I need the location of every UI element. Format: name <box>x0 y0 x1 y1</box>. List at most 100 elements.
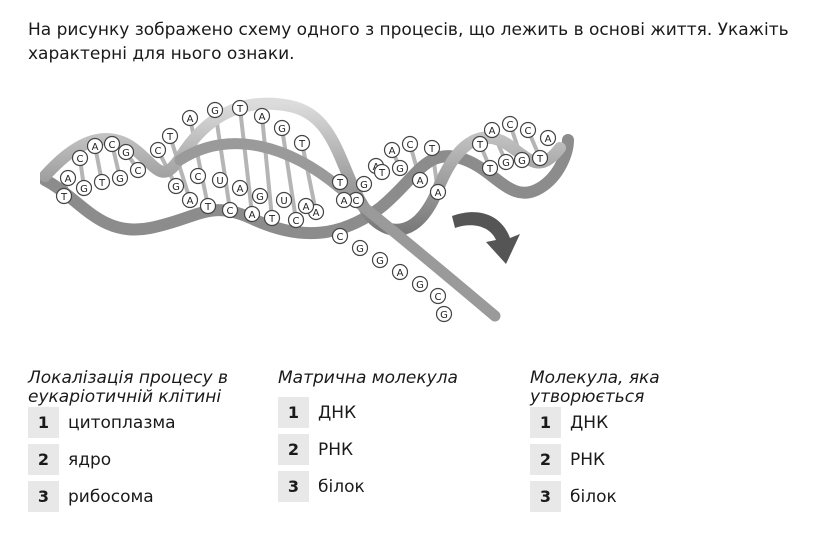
dna-nucleotide-circle <box>231 99 249 117</box>
dna-strand-lower <box>40 134 574 240</box>
base-pair-rung <box>300 142 318 213</box>
rna-nucleotide: U <box>280 196 287 207</box>
dna-nucleotide-circle <box>111 169 129 187</box>
rna-nucleotide-circle <box>411 275 429 293</box>
dna-nucleotide-circle <box>497 153 515 171</box>
dna-nucleotide: A <box>545 134 552 145</box>
dna-nucleotide-circle <box>481 159 499 177</box>
column-template: Матрична молекула 1 ДНК 2 РНК 3 білок <box>278 369 518 508</box>
option-3[interactable]: 3 білок <box>278 471 518 502</box>
option-label: РНК <box>318 439 354 460</box>
dna-nucleotide: T <box>60 192 68 203</box>
dna-nucleotide: G <box>172 182 180 193</box>
dna-nucleotide-circle <box>501 115 519 133</box>
dna-nucleotide: A <box>389 146 396 157</box>
column-title: Локалізація процесу в еукаріотичній кліт… <box>28 368 229 407</box>
dna-nucleotide-circle <box>471 135 489 153</box>
dna-nucleotide-circle <box>221 201 239 219</box>
dna-nucleotide: G <box>211 106 219 117</box>
dna-nucleotide-circle <box>86 137 104 155</box>
option-label: цитоплазма <box>68 412 176 433</box>
dna-nucleotide-circle <box>383 141 401 159</box>
option-2[interactable]: 2 ядро <box>28 444 268 475</box>
rna-nucleotide: U <box>216 176 223 187</box>
dna-nucleotide: A <box>435 188 442 199</box>
base-pair-rung <box>238 107 254 215</box>
dna-nucleotide-circle <box>423 139 441 157</box>
dna-nucleotide: C <box>155 146 162 157</box>
dna-nucleotide: A <box>313 208 320 219</box>
dna-nucleotide-circle <box>55 187 73 205</box>
option-label: рибосома <box>68 486 154 507</box>
column-title: Матрична молекула <box>278 368 458 388</box>
rna-nucleotide-circle <box>429 287 447 305</box>
dna-nucleotide: C <box>507 120 514 131</box>
dna-nucleotide-circle <box>206 101 224 119</box>
dna-nucleotide-circle <box>117 143 135 161</box>
option-number: 1 <box>530 407 561 438</box>
dna-nucleotide-circle <box>293 134 311 152</box>
option-1[interactable]: 1 ДНК <box>530 407 770 438</box>
dna-nucleotide: A <box>187 196 194 207</box>
option-label: білок <box>570 486 617 507</box>
rna-nucleotide-circle <box>251 187 269 205</box>
dna-nucleotide-circle <box>71 149 89 167</box>
option-number: 1 <box>278 397 309 428</box>
dna-nucleotide: G <box>278 124 286 135</box>
dna-nucleotide-circle <box>181 109 199 127</box>
dna-nucleotide: A <box>187 114 194 125</box>
dna-nucleotide-circle <box>335 191 353 209</box>
dna-nucleotide: C <box>227 206 234 217</box>
dna-nucleotide-circle <box>355 175 373 193</box>
dna-nucleotide: T <box>98 178 106 189</box>
option-1[interactable]: 1 ДНК <box>278 397 518 428</box>
question-text: На рисунку зображено схему одного з проц… <box>28 20 789 64</box>
dna-nucleotide-circle <box>429 183 447 201</box>
dna-nucleotide: T <box>236 104 244 115</box>
dna-nucleotide-circle <box>167 177 185 195</box>
rna-nucleotide: G <box>356 244 364 255</box>
base-pair-rung <box>280 127 298 221</box>
rna-nucleotide: A <box>303 202 310 213</box>
dna-nucleotide: T <box>336 178 344 189</box>
dna-nucleotide-circle <box>401 135 419 153</box>
dna-nucleotide-circle <box>373 163 391 181</box>
option-1[interactable]: 1 цитоплазма <box>28 407 268 438</box>
dna-nucleotide: A <box>92 142 99 153</box>
dna-nucleotide: T <box>204 202 212 213</box>
option-2[interactable]: 2 РНК <box>530 444 770 475</box>
option-number: 2 <box>530 444 561 475</box>
option-number: 1 <box>28 407 59 438</box>
dna-strand-upper <box>40 97 566 236</box>
rna-nucleotide-circle <box>435 305 453 323</box>
option-label: білок <box>318 476 365 497</box>
dna-nucleotide-circle <box>161 127 179 145</box>
base-pair-rung <box>168 135 192 201</box>
option-3[interactable]: 3 білок <box>530 481 770 512</box>
option-number: 2 <box>28 444 59 475</box>
option-3[interactable]: 3 рибосома <box>28 481 268 512</box>
option-2[interactable]: 2 РНК <box>278 434 518 465</box>
rna-nucleotide: A <box>237 184 244 195</box>
dna-nucleotide: G <box>396 164 404 175</box>
dna-nucleotide: C <box>293 216 300 227</box>
dna-nucleotide: C <box>77 154 84 165</box>
option-number: 3 <box>530 481 561 512</box>
dna-nucleotide-circle <box>149 141 167 159</box>
rna-nucleotide-circle <box>211 171 229 189</box>
dna-nucleotide-circle <box>273 119 291 137</box>
option-label: ядро <box>68 449 112 470</box>
rna-nucleotide-circle <box>391 263 409 281</box>
base-pair-rung <box>213 109 232 211</box>
option-label: РНК <box>570 449 606 470</box>
dna-nucleotide: G <box>122 148 130 159</box>
column-title: Молекула, яка утворюється <box>530 368 660 407</box>
dna-nucleotide: G <box>518 156 526 167</box>
dna-nucleotide-circle <box>331 173 349 191</box>
dna-nucleotide: A <box>249 210 256 221</box>
dna-nucleotide: C <box>353 196 360 207</box>
curved-arrow-icon <box>452 212 520 264</box>
dna-nucleotide: A <box>341 196 348 207</box>
dna-nucleotide: A <box>259 112 266 123</box>
dna-nucleotide-circle <box>483 121 501 139</box>
